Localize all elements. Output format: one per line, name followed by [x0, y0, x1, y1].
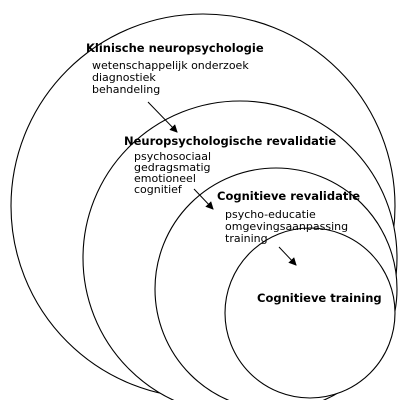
- level-3-item: psycho-educatie: [225, 208, 316, 221]
- circle-cognitive-training: [224, 227, 396, 399]
- level-1-item: diagnostiek: [92, 71, 156, 84]
- level-clinical-neuropsychology: Klinische neuropsychologie wetenschappel…: [86, 41, 264, 96]
- level-2-item: psychosociaal: [134, 150, 211, 163]
- arrow-level-2-to-3: [193, 188, 214, 210]
- level-2-item: cognitief: [134, 183, 183, 196]
- level-4-title: Cognitieve training: [257, 291, 382, 305]
- arrow-level-1-to-2: [147, 101, 178, 133]
- level-1-title: Klinische neuropsychologie: [86, 41, 264, 55]
- level-2-item: gedragsmatig: [134, 161, 211, 174]
- level-2-item: emotioneel: [134, 172, 196, 185]
- level-cognitive-rehabilitation: Cognitieve revalidatie psycho-educatie o…: [217, 189, 360, 245]
- level-3-item: training: [225, 232, 268, 245]
- level-2-title: Neuropsychologische revalidatie: [124, 134, 336, 148]
- level-cognitive-training: Cognitieve training: [257, 291, 382, 305]
- level-1-item: wetenschappelijk onderzoek: [92, 59, 249, 72]
- level-3-item: omgevingsaanpassing: [225, 220, 348, 233]
- level-3-title: Cognitieve revalidatie: [217, 189, 360, 203]
- level-1-item: behandeling: [92, 83, 160, 96]
- level-neuropsychological-rehabilitation: Neuropsychologische revalidatie psychoso…: [124, 134, 336, 196]
- arrow-level-3-to-4: [278, 246, 297, 266]
